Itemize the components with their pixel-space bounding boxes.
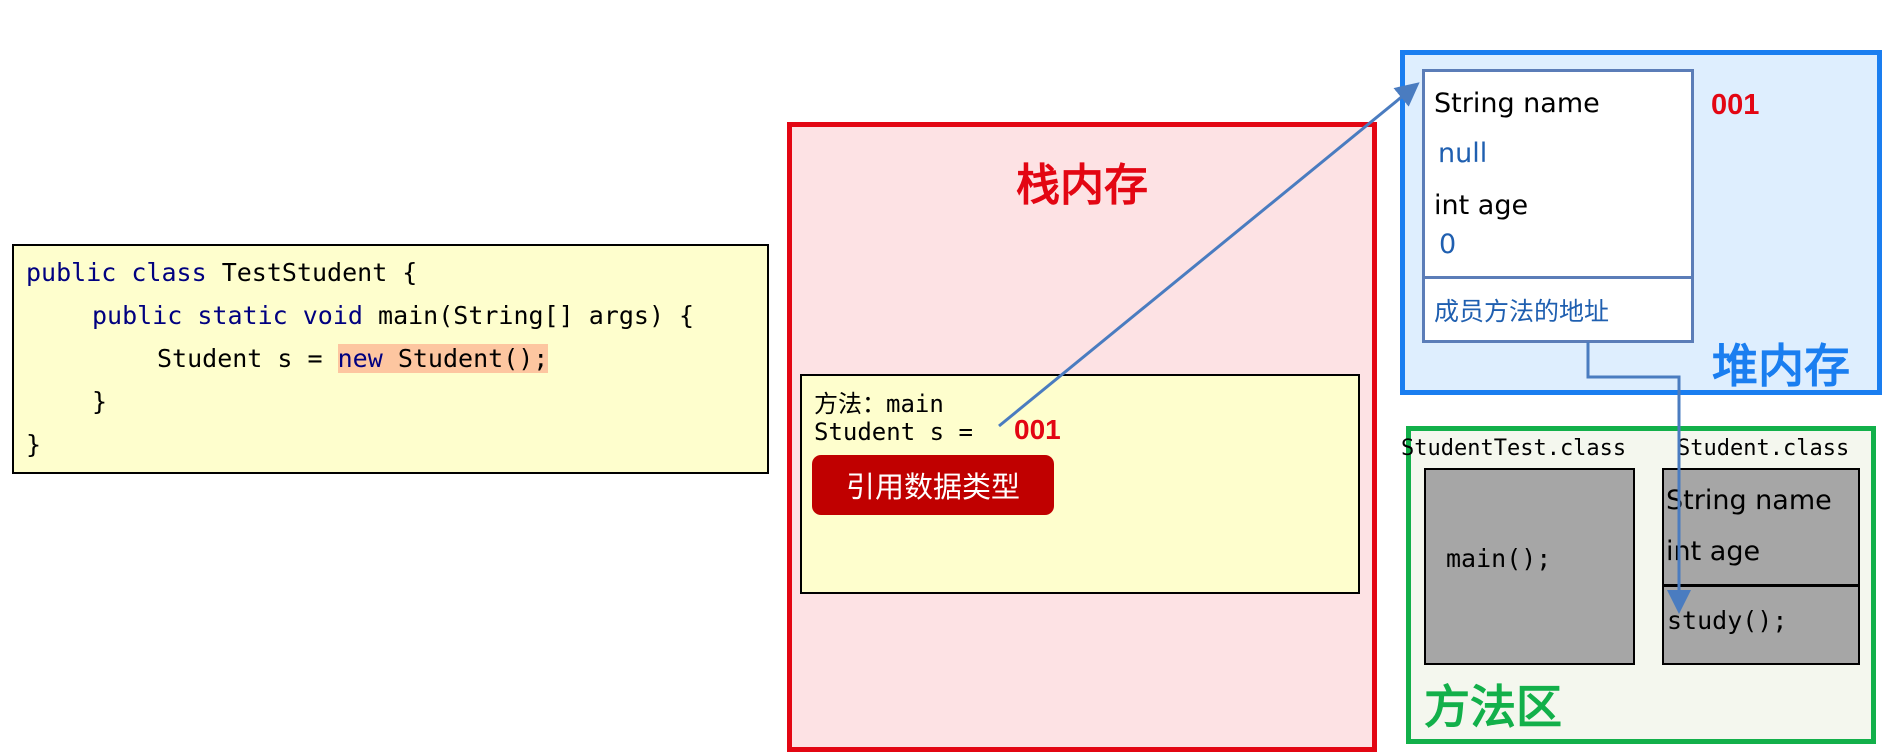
divider (1664, 584, 1858, 587)
divider (1425, 276, 1691, 279)
stack-memory: 栈内存 方法：main Student s = 001 引用数据类型 (787, 122, 1377, 752)
code-line-2: public static void main(String[] args) { (92, 301, 694, 330)
field-age: int age (1434, 190, 1529, 221)
code-box: public class TestStudent { public static… (12, 244, 769, 474)
keyword: class (131, 258, 207, 287)
method-area-title: 方法区 (1424, 680, 1562, 734)
field-name: String name (1666, 485, 1832, 516)
code-line-3: Student s = new Student(); (157, 344, 549, 373)
variable-label: Student s = (814, 418, 988, 446)
keyword: public (92, 301, 183, 330)
reference-arrow (998, 82, 1420, 428)
class-name: Student.class (1677, 436, 1850, 461)
method-label: 方法：main (814, 390, 944, 418)
method-address-arrow (1586, 342, 1691, 614)
keyword: new (337, 344, 383, 373)
studenttest-class-box: main(); (1424, 468, 1635, 665)
main-stack-frame: 方法：main Student s = 001 引用数据类型 (800, 374, 1360, 594)
stack-address: 001 (1014, 414, 1061, 445)
method-main: main(); (1446, 544, 1552, 573)
code-text: Student(); (382, 344, 549, 373)
field-name: String name (1434, 88, 1600, 119)
heap-title: 堆内存 (1712, 339, 1850, 393)
heap-address: 001 (1711, 89, 1760, 121)
stack-title: 栈内存 (1016, 160, 1148, 211)
code-text: Student s = (157, 344, 338, 373)
student-class-box: String name int age study(); (1662, 468, 1860, 665)
code-line-1: public class TestStudent { (26, 258, 417, 287)
reference-type-badge: 引用数据类型 (812, 455, 1054, 515)
keyword: public (26, 258, 117, 287)
field-value: 0 (1439, 229, 1457, 260)
code-text: main(String[] args) { (362, 301, 695, 330)
class-name: StudentTest.class (1401, 436, 1627, 461)
keyword: static (197, 301, 288, 330)
heap-memory: String name null int age 0 成员方法的地址 001 堆… (1400, 50, 1882, 395)
highlight: new Student(); (337, 344, 549, 373)
code-line-4: } (92, 387, 108, 416)
keyword: void (302, 301, 363, 330)
field-age: int age (1666, 536, 1761, 567)
method-address-label: 成员方法的地址 (1434, 297, 1610, 326)
method-area: StudentTest.class Student.class main(); … (1401, 426, 1876, 744)
student-object: String name null int age 0 成员方法的地址 (1422, 69, 1694, 343)
code-line-5: } (26, 430, 42, 459)
field-value: null (1438, 138, 1488, 169)
code-text: TestStudent { (206, 258, 418, 287)
